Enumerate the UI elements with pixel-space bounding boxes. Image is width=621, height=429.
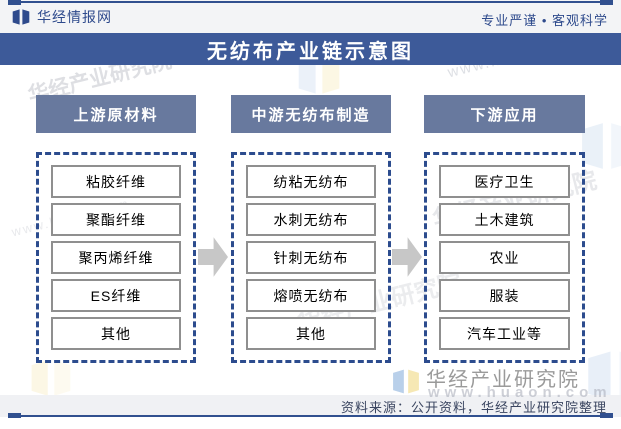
chain-item: 纺粘无纺布 xyxy=(246,165,376,198)
column-header-downstream: 下游应用 xyxy=(424,95,585,133)
arrow-right-icon xyxy=(392,237,422,277)
footer-brand-block: 华经产业研究院 xyxy=(392,367,580,396)
arrow-right-icon xyxy=(198,237,228,277)
column-header-label: 中游无纺布制造 xyxy=(251,106,371,124)
header-strip xyxy=(0,0,621,33)
chain-item: 粘胶纤维 xyxy=(51,165,181,198)
column-header-midstream: 中游无纺布制造 xyxy=(231,95,391,133)
title-bar: 无纺布产业链示意图 xyxy=(0,33,621,65)
chain-item: 土木建筑 xyxy=(439,203,570,236)
book-logo-icon xyxy=(12,9,30,25)
chain-item: 聚酯纤维 xyxy=(51,203,181,236)
midstream-items-box: 纺粘无纺布 水刺无纺布 针刺无纺布 熔喷无纺布 其他 xyxy=(231,152,391,363)
source-text: 资料来源：公开资料，华经产业研究院整理 xyxy=(340,399,607,415)
chain-item: 农业 xyxy=(439,241,570,274)
brand-name: 华经情报网 xyxy=(37,9,112,25)
chain-item: 聚丙烯纤维 xyxy=(51,241,181,274)
column-header-label: 上游原材料 xyxy=(73,106,159,124)
book-logo-icon xyxy=(393,369,419,394)
site-header: 华经情报网 专业严谨 • 客观科学 xyxy=(0,0,621,33)
chain-item: 其他 xyxy=(246,317,376,350)
chain-item: 其他 xyxy=(51,317,181,350)
chain-item: ES纤维 xyxy=(51,279,181,312)
downstream-items-box: 医疗卫生 土木建筑 农业 服装 汽车工业等 xyxy=(424,152,585,363)
chain-item: 针刺无纺布 xyxy=(246,241,376,274)
brand-block: 华经情报网 xyxy=(12,7,112,27)
footer-brand-name: 华经产业研究院 xyxy=(426,369,580,391)
chain-item: 医疗卫生 xyxy=(439,165,570,198)
footer-url-watermark: www.huaon.com xyxy=(428,384,612,401)
chain-item: 熔喷无纺布 xyxy=(246,279,376,312)
bottom-line xyxy=(9,415,612,417)
top-line-right-cap xyxy=(600,0,613,5)
upstream-items-box: 粘胶纤维 聚酯纤维 聚丙烯纤维 ES纤维 其他 xyxy=(36,152,196,363)
chain-item: 汽车工业等 xyxy=(439,317,570,350)
source-band: 资料来源：公开资料，华经产业研究院整理 xyxy=(0,395,621,417)
top-line xyxy=(9,1,612,3)
bottom-line-right-cap xyxy=(600,413,613,418)
chain-item: 水刺无纺布 xyxy=(246,203,376,236)
chain-item: 服装 xyxy=(439,279,570,312)
page-title: 无纺布产业链示意图 xyxy=(207,40,414,63)
column-header-upstream: 上游原材料 xyxy=(36,95,196,133)
column-header-label: 下游应用 xyxy=(470,106,539,124)
slogan-text: 专业严谨 • 客观科学 xyxy=(481,13,608,28)
watermark-logo-icon xyxy=(582,123,621,169)
